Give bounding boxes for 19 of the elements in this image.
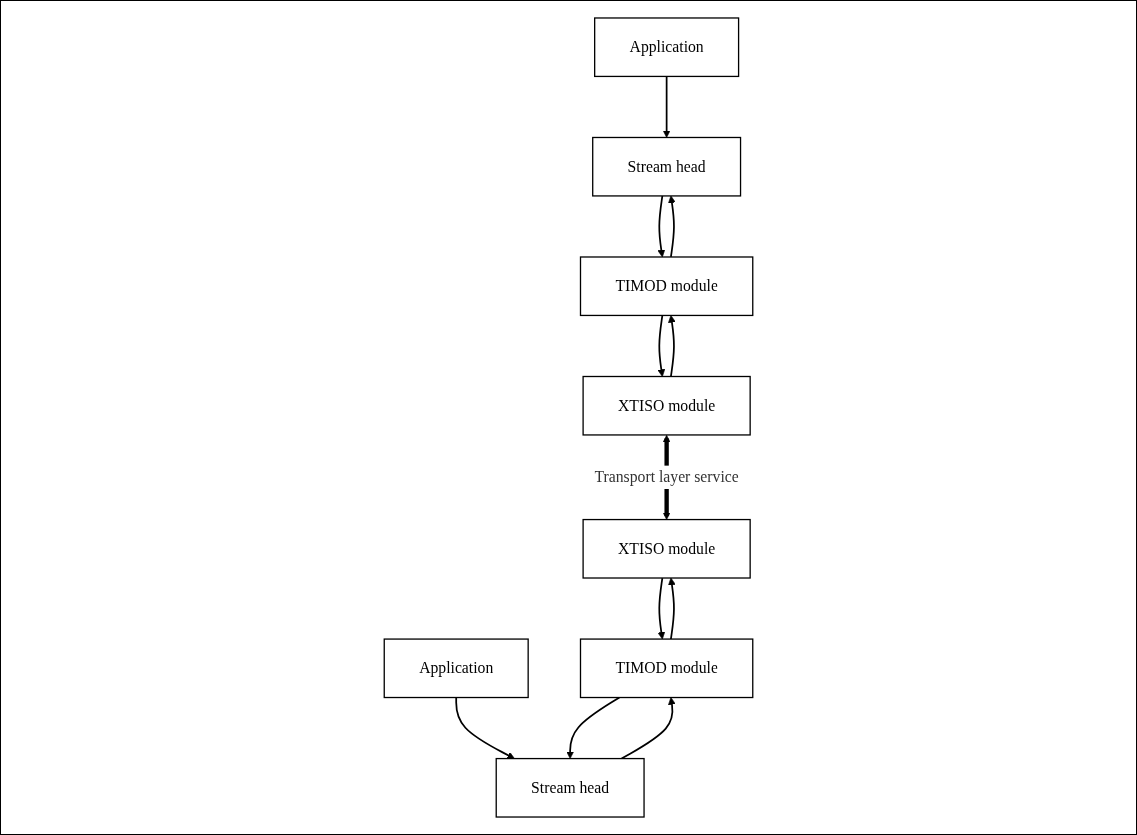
arrow bbox=[657, 577, 666, 640]
arrow bbox=[668, 195, 676, 258]
node-box: Application bbox=[594, 17, 740, 78]
arrow bbox=[668, 315, 676, 378]
arrow bbox=[566, 696, 621, 759]
node-box: Stream head bbox=[592, 136, 742, 197]
edge-label: Transport layer service bbox=[594, 468, 739, 486]
arrow bbox=[668, 577, 676, 640]
arrow bbox=[657, 314, 666, 377]
arrow bbox=[620, 697, 676, 760]
node-box: XTISO module bbox=[582, 375, 751, 436]
node-box: TIMOD module bbox=[579, 256, 754, 317]
node-box: Application bbox=[383, 638, 529, 699]
arrow bbox=[657, 195, 666, 258]
arrow bbox=[662, 75, 671, 138]
node-box: Stream head bbox=[495, 757, 645, 818]
node-box: XTISO module bbox=[582, 518, 751, 579]
arrow bbox=[455, 696, 515, 759]
node-box: TIMOD module bbox=[579, 638, 754, 699]
